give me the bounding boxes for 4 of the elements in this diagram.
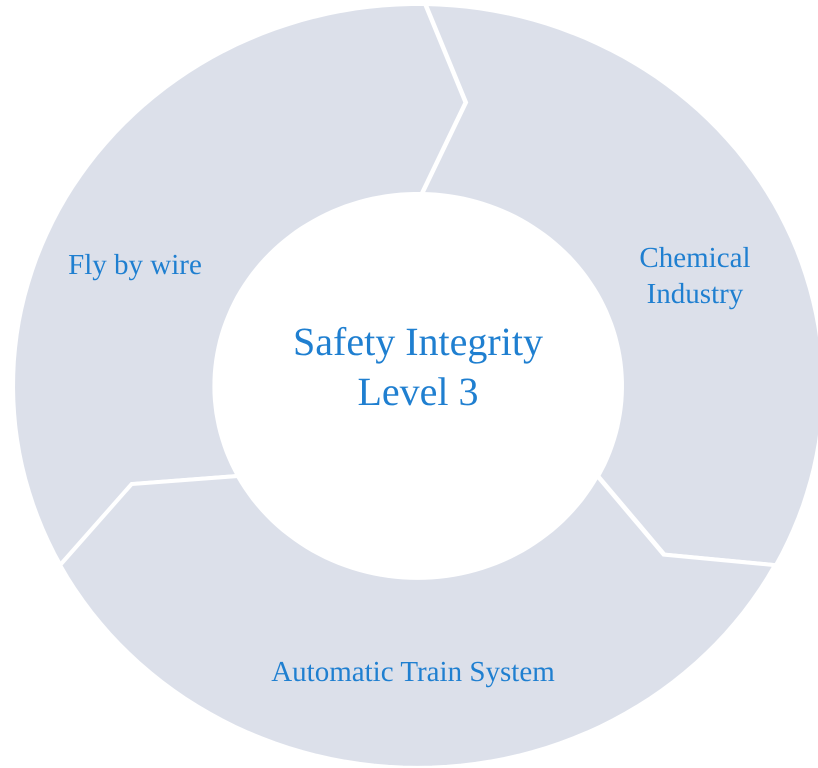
- segment-label: Fly by wire: [67, 248, 203, 283]
- segment-label: Chemical Industry: [638, 240, 752, 312]
- segment-label: Automatic Train System: [270, 654, 556, 690]
- center-label: Safety Integrity Level 3: [292, 318, 544, 416]
